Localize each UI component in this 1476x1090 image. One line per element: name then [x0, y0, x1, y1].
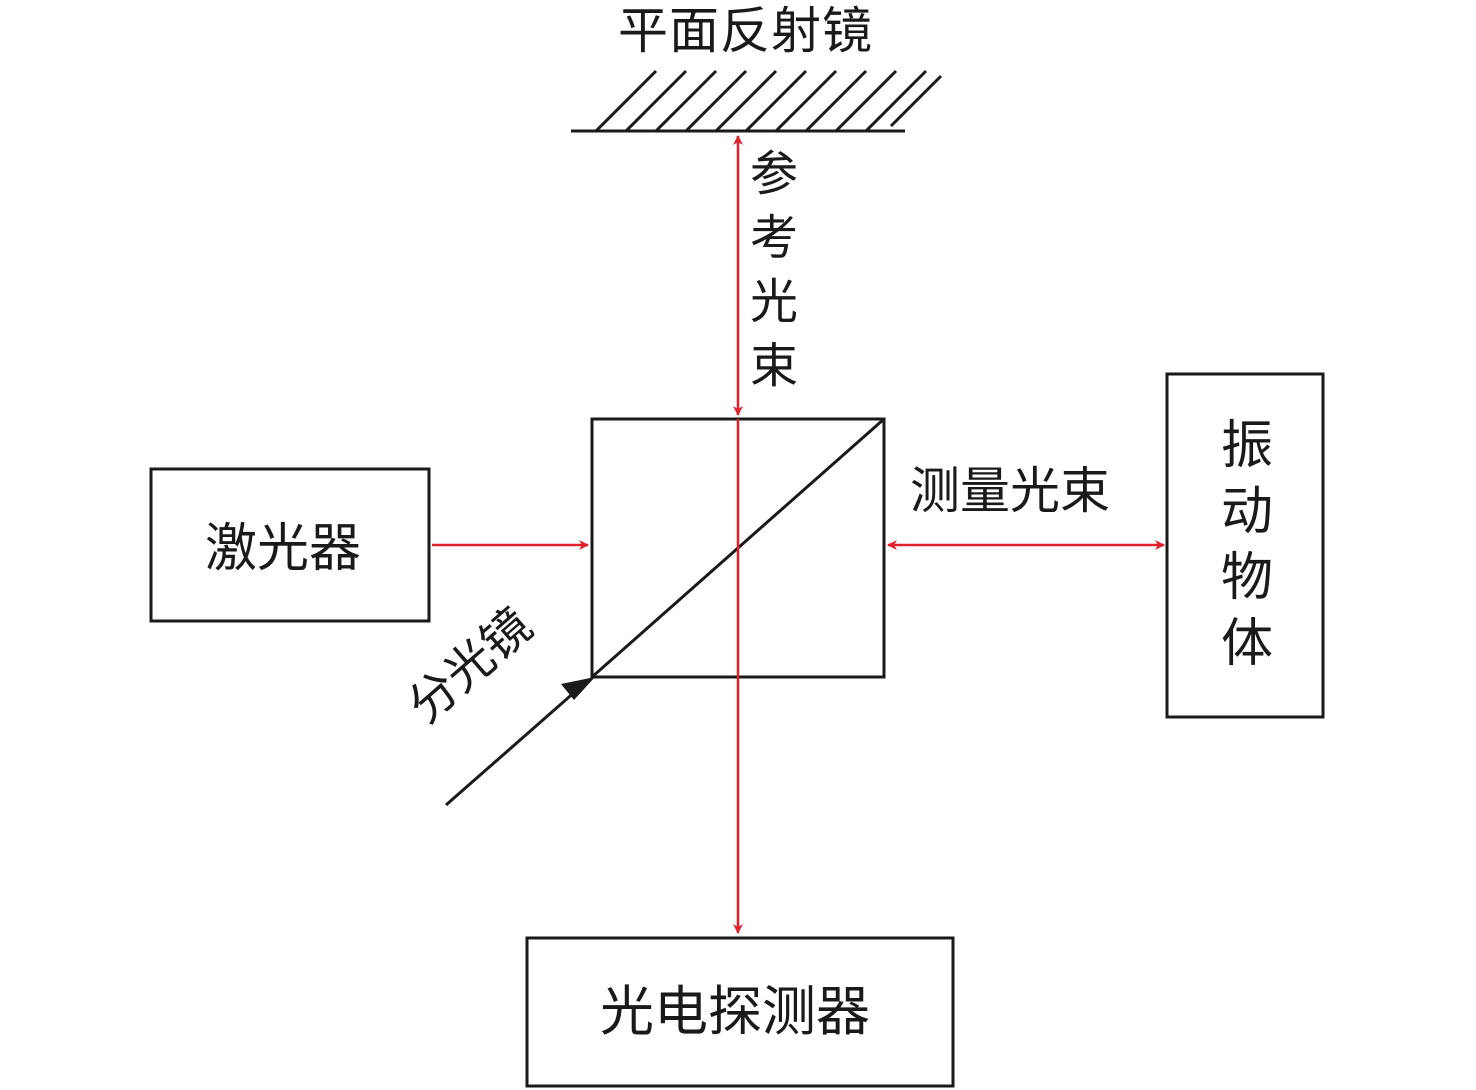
vibrating-object-char-4: 体: [1221, 614, 1274, 674]
vibrating-object-char-2: 动: [1221, 482, 1274, 542]
mirror-label: 平面反射镜: [618, 2, 873, 60]
laser-label: 激光器: [205, 519, 362, 579]
reference-beam-char-4: 束: [750, 338, 799, 394]
measurement-beam-label: 测量光束: [910, 462, 1110, 520]
reference-beam-char-2: 考: [750, 210, 799, 266]
reference-beam-char-3: 光: [750, 274, 799, 330]
laser-box: [149, 467, 431, 623]
plane-mirror: [571, 69, 943, 133]
vibrating-object-label: 振 动 物 体: [1221, 420, 1273, 684]
vibrating-object-char-3: 物: [1221, 548, 1274, 608]
vibrating-object-box: [1165, 372, 1325, 719]
vibrating-object-char-1: 振: [1221, 416, 1274, 476]
beam-splitter-pointer-arrow: [445, 677, 595, 807]
photodetector-label: 光电探测器: [600, 980, 870, 1043]
reference-beam-label: 参 考 光 束: [750, 150, 798, 406]
reference-beam-char-1: 参: [750, 146, 799, 202]
photodetector-box: [525, 936, 955, 1088]
mirror-hatching: [594, 69, 943, 133]
